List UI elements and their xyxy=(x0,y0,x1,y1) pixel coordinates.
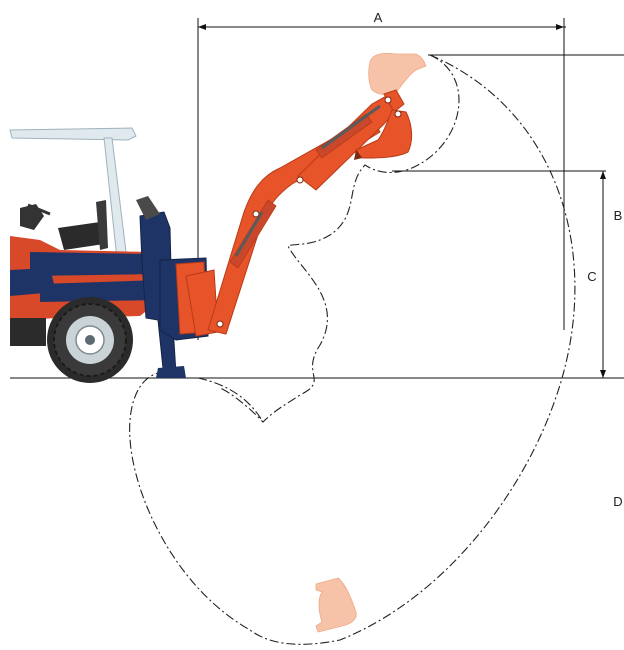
bucket-ghost-bottom-icon xyxy=(315,577,357,633)
backhoe-tractor-icon xyxy=(9,127,219,383)
label-c: C xyxy=(587,269,596,284)
backhoe-boom-arm xyxy=(207,89,413,335)
dimension-b-c xyxy=(392,54,624,378)
label-d: D xyxy=(613,494,622,509)
bucket-ghost-top-icon xyxy=(368,52,427,95)
reach-envelope xyxy=(129,54,576,645)
dimension-a xyxy=(197,18,566,340)
label-a: A xyxy=(374,10,383,25)
label-b: B xyxy=(614,208,623,223)
